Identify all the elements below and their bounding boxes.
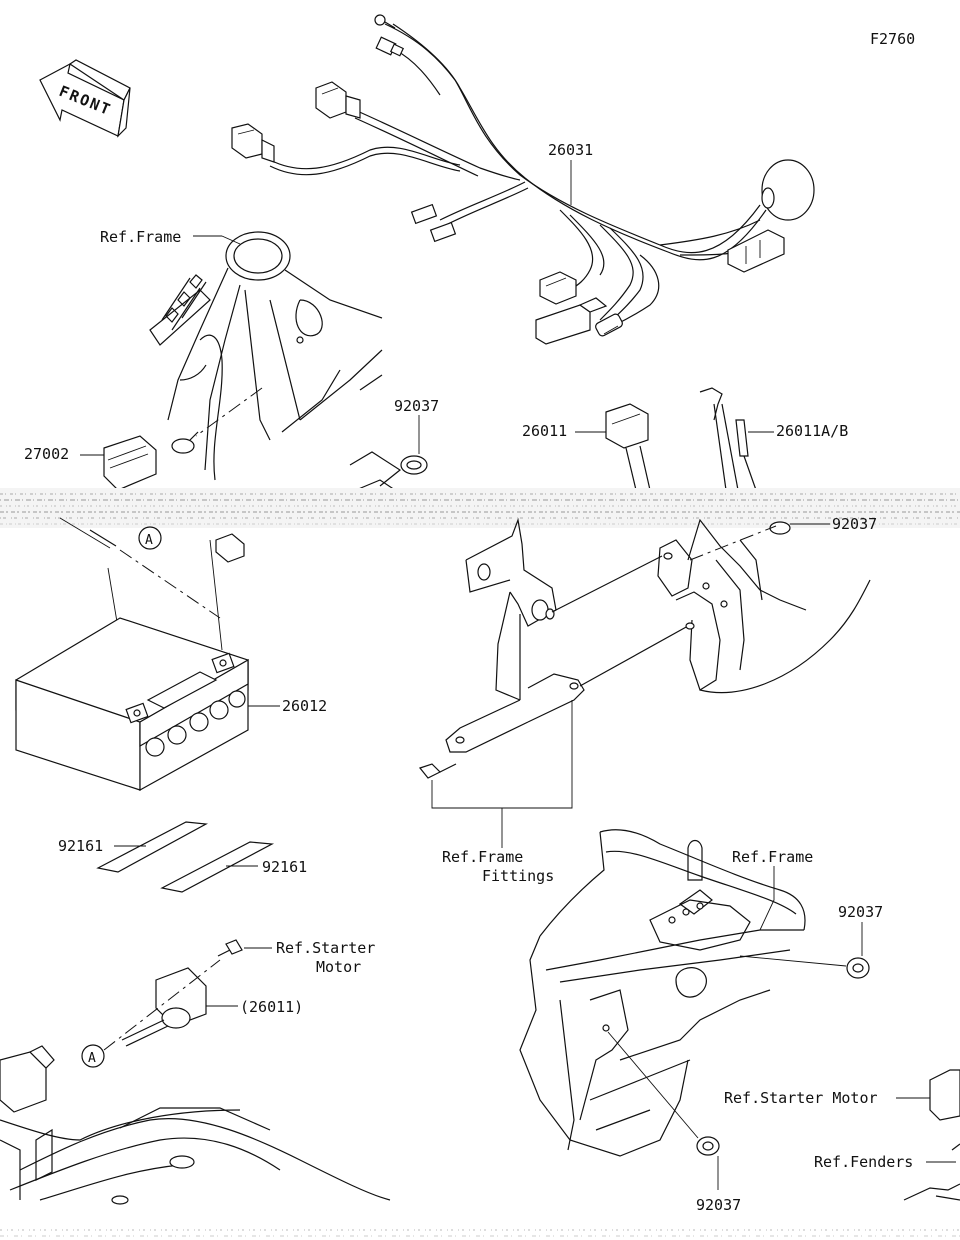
clamp-92037-bottom: 92037	[607, 1031, 741, 1214]
clamp-small-left	[171, 431, 199, 454]
marker-a-lower-text: A	[88, 1051, 96, 1066]
harness-connector-a	[315, 81, 361, 119]
callout-ref-frame-right: Ref.Frame	[732, 848, 813, 866]
callout-ref-starter-right: Ref.Starter Motor	[724, 1089, 878, 1107]
starter-motor-right: Ref.Starter Motor	[724, 1069, 960, 1121]
bracket-frame-fittings: Ref.Frame Fittings	[418, 517, 689, 885]
starter-relay-bottom: (26011)	[103, 959, 303, 1051]
callout-26031: 26031	[548, 141, 593, 159]
callout-ref-frame-fittings-2: Fittings	[482, 867, 554, 885]
callout-92161-2: 92161	[262, 858, 307, 876]
clamp-92037-center: 92037	[349, 397, 439, 495]
callout-92037-right-mid: 92037	[838, 903, 883, 921]
harness-connector-c	[410, 203, 457, 243]
frame-right-lower: Ref.Frame	[519, 829, 813, 1157]
scan-noise-bottom	[0, 1229, 960, 1237]
callout-92037-bottom: 92037	[696, 1196, 741, 1214]
harness-connector-d	[539, 271, 577, 305]
figure-id: F2760	[870, 30, 915, 48]
callout-ref-frame-fittings-1: Ref.Frame	[442, 848, 523, 866]
marker-a-upper-text: A	[145, 533, 153, 548]
harness-plug	[535, 297, 608, 345]
callout-ref-starter-1: Ref.Starter	[276, 939, 375, 957]
harness-connector-top	[375, 36, 405, 57]
callout-26011-paren: (26011)	[240, 998, 303, 1016]
battery-pad-1: 92161	[58, 821, 208, 873]
scan-noise-band	[0, 488, 960, 528]
main-harness: 26031	[231, 14, 815, 345]
battery-26012: 26012	[15, 617, 327, 792]
bolt-starter: Ref.Starter Motor	[217, 939, 375, 976]
marker-a-upper: A	[138, 526, 162, 550]
callout-26011ab: 26011A/B	[776, 422, 848, 440]
battery-pad-2: 92161	[160, 841, 307, 893]
callout-92037-center: 92037	[394, 397, 439, 415]
callout-27002: 27002	[24, 445, 69, 463]
starter-relay-26011: 26011	[522, 403, 651, 491]
harness-round-connector	[761, 159, 815, 221]
frame-upper: Ref.Frame	[100, 228, 383, 481]
callout-ref-frame-top: Ref.Frame	[100, 228, 181, 246]
harness-connector-f	[727, 229, 785, 273]
callout-26011: 26011	[522, 422, 567, 440]
terminal-cover-27002: 27002	[24, 435, 157, 491]
callout-ref-starter-2: Motor	[316, 958, 361, 976]
harness-connector-b	[231, 123, 275, 163]
callout-92161-1: 92161	[58, 837, 103, 855]
battery-cable-26011ab: 26011A/B	[699, 387, 848, 491]
battery-connector	[215, 533, 245, 563]
callout-92037-right-top: 92037	[832, 515, 877, 533]
callout-ref-fenders: Ref.Fenders	[814, 1153, 913, 1171]
fenders-ref: Ref.Fenders	[814, 1143, 960, 1201]
marker-a-lower: A	[81, 1044, 105, 1068]
starter-assembly-bottom-left	[0, 1045, 391, 1205]
callout-26012: 26012	[282, 697, 327, 715]
frame-right-mid	[657, 518, 871, 694]
front-arrow-icon: FRONT	[39, 59, 131, 138]
harness-connector-e	[595, 313, 623, 337]
clamp-92037-right-mid: 92037	[739, 903, 883, 979]
